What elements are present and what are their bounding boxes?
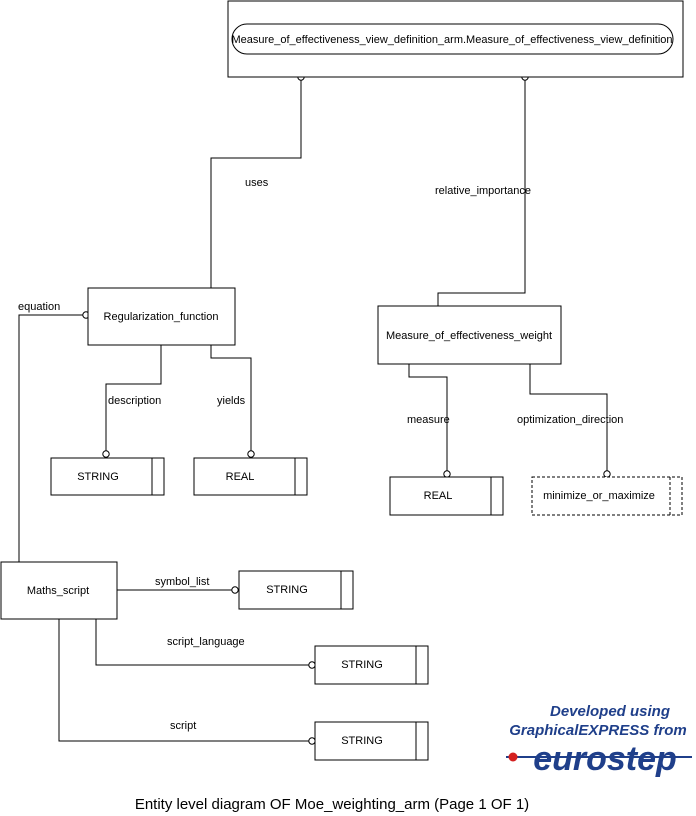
logo-red-dot	[508, 752, 518, 762]
moe-view-definition-name: Measure_of_effectiveness_view_definition…	[231, 34, 672, 46]
script-connector	[58, 619, 309, 742]
equation-label: equation	[18, 301, 60, 313]
eurostep-logo: eurostep	[533, 740, 677, 778]
script-label: script	[170, 720, 196, 732]
measure-connector	[408, 364, 448, 471]
equation-connector	[18, 314, 83, 562]
relative-importance-label: relative_importance	[435, 185, 531, 197]
yields-connector	[210, 345, 252, 451]
branding-line1: Developed using	[550, 703, 670, 720]
entity-regularization-function[interactable]: Regularization_function	[87, 287, 236, 346]
measure-end-marker	[443, 470, 451, 478]
string-script-name: STRING	[341, 735, 383, 747]
entity-moe-view-definition[interactable]: Measure_of_effectiveness_view_definition…	[227, 0, 684, 78]
type-string-description[interactable]: STRING	[50, 457, 165, 496]
uses-label: uses	[245, 177, 269, 189]
type-string-symbol-list[interactable]: STRING	[238, 570, 354, 610]
type-string-script[interactable]: STRING	[314, 721, 429, 761]
yields-label: yields	[217, 395, 246, 407]
string-symbol-list-name: STRING	[266, 584, 308, 596]
symbol-list-end-marker	[231, 586, 239, 594]
entity-moe-weight[interactable]: Measure_of_effectiveness_weight	[377, 305, 562, 365]
optimization-direction-connector	[529, 364, 608, 471]
type-minimize-or-maximize[interactable]: minimize_or_maximize	[531, 476, 683, 516]
script-end-marker	[308, 737, 316, 745]
eurostep-branding: Developed using GraphicalEXPRESS from eu…	[506, 703, 692, 778]
real-measure-name: REAL	[424, 490, 453, 502]
yields-end-marker	[247, 450, 255, 458]
string-script-language-name: STRING	[341, 659, 383, 671]
maths-script-name: Maths_script	[27, 585, 89, 597]
uses-connector	[210, 80, 302, 288]
symbol-list-label: symbol_list	[155, 576, 209, 588]
script-language-label: script_language	[167, 636, 245, 648]
type-real-yields[interactable]: REAL	[193, 457, 308, 496]
relative-importance-connector	[437, 80, 526, 306]
description-label: description	[108, 395, 161, 407]
optimization-direction-end-marker	[603, 470, 611, 478]
script-language-end-marker	[308, 661, 316, 669]
regularization-function-name: Regularization_function	[104, 311, 219, 323]
type-string-script-language[interactable]: STRING	[314, 645, 429, 685]
measure-label: measure	[407, 414, 450, 426]
string-description-name: STRING	[77, 471, 119, 483]
optimization-direction-label: optimization_direction	[517, 414, 623, 426]
entity-maths-script[interactable]: Maths_script	[0, 561, 118, 620]
description-end-marker	[102, 450, 110, 458]
script-language-connector	[95, 619, 309, 666]
type-real-measure[interactable]: REAL	[389, 476, 504, 516]
diagram-caption: Entity level diagram OF Moe_weighting_ar…	[135, 796, 529, 813]
description-connector	[105, 345, 162, 451]
moe-weight-name: Measure_of_effectiveness_weight	[386, 330, 552, 342]
real-yields-name: REAL	[226, 471, 255, 483]
branding-line2: GraphicalEXPRESS from	[509, 722, 687, 739]
minimize-or-maximize-name: minimize_or_maximize	[543, 490, 655, 502]
